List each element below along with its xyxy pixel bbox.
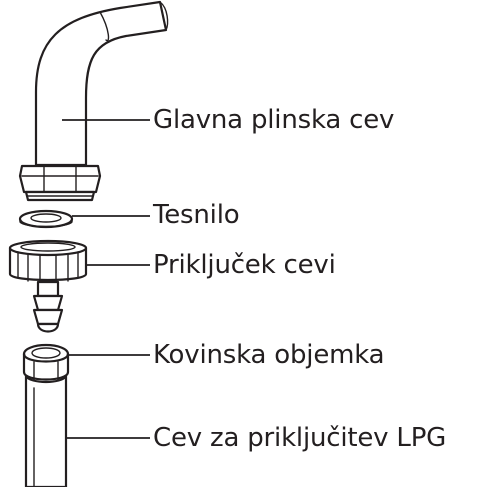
label-lpg-hose: Cev za priključitev LPG — [153, 423, 447, 453]
label-hose-connector: Priključek cevi — [153, 250, 336, 280]
label-washer: Tesnilo — [153, 200, 240, 230]
main-pipe-hex-nut — [18, 164, 102, 202]
hose-connector — [8, 239, 88, 333]
lpg-hose — [24, 374, 68, 489]
sealing-washer — [18, 209, 74, 229]
label-main-gas-pipe: Glavna plinska cev — [153, 105, 395, 135]
label-metal-clamp: Kovinska objemka — [153, 340, 385, 370]
main-gas-pipe — [34, 0, 169, 167]
metal-clamp — [22, 343, 70, 381]
